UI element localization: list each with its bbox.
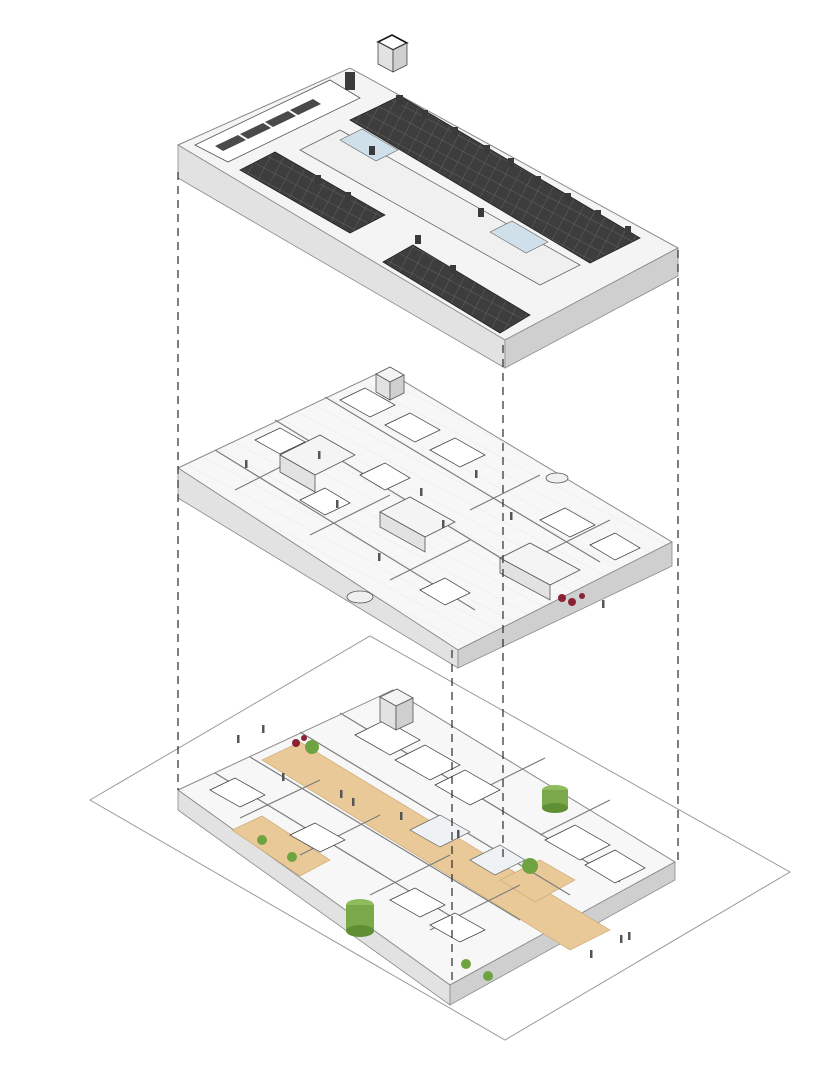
spiral-stair xyxy=(346,590,374,604)
skylight xyxy=(339,128,399,162)
timber-corridor-lounge xyxy=(231,815,331,877)
skylight xyxy=(489,220,549,254)
solar-array-north xyxy=(349,95,641,264)
upper-core-block xyxy=(379,496,456,553)
plant xyxy=(522,858,538,874)
roof-chimney-stack xyxy=(345,72,355,90)
plant xyxy=(461,959,471,969)
plant xyxy=(483,971,493,981)
ground-floor-plan xyxy=(177,688,676,1006)
plant xyxy=(257,835,267,845)
ground-stair-tower xyxy=(379,688,414,731)
plant xyxy=(305,740,319,754)
plant xyxy=(287,852,297,862)
solar-array-south-b xyxy=(382,244,531,334)
alignment-connectors xyxy=(177,172,679,985)
upper-core-block xyxy=(279,434,356,493)
solar-array-south-a xyxy=(239,151,386,234)
timber-corridor-main xyxy=(261,741,611,951)
planter-cylinder xyxy=(346,899,374,937)
roof-level xyxy=(176,34,680,369)
upper-floor-plan xyxy=(176,366,674,669)
planter-cylinder xyxy=(542,785,568,813)
roof-stair-tower xyxy=(376,34,409,73)
upper-stair-tower xyxy=(375,366,405,401)
upper-core-block xyxy=(499,542,581,601)
round-tower xyxy=(545,472,569,484)
